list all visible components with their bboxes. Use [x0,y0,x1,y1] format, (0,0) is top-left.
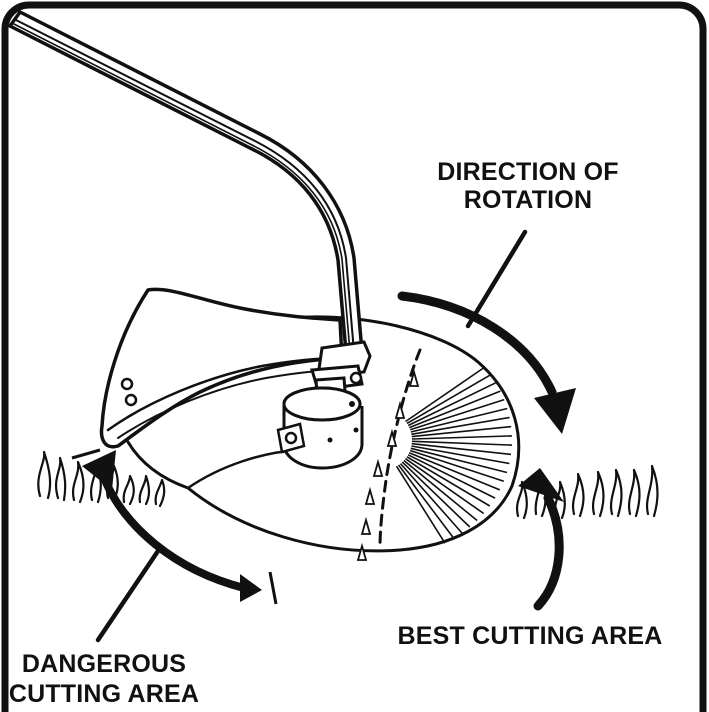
hub-screw-icon [349,401,355,407]
hatch-line [405,366,485,423]
best-cutting-hatch [395,366,512,544]
grass-blade-marker [356,542,368,561]
hatch-line [409,398,505,431]
hatch-line [411,435,512,440]
guard-bolt-icon [120,377,134,391]
hatch-line [411,425,512,438]
dangerous-leader-line [95,545,163,643]
hatch-line [406,374,491,425]
hatch-line [401,461,471,528]
rotation-direction-arrow [397,291,576,434]
hatch-line [395,465,446,544]
hatch-line [411,440,512,446]
dangerous-area-arrow [71,448,278,605]
hatch-line [408,451,501,491]
hatch-line [409,390,501,429]
hatch-line [407,382,497,427]
trimmer-hub [276,376,364,470]
cut-grass-markers [356,368,420,561]
dangerous-label-line1: DANGEROUS [22,650,186,678]
hatch-line [411,416,510,436]
hatch-line [405,458,485,515]
hub-bolt-icon [284,431,298,445]
grass-blade-marker [372,458,384,477]
hatch-line [397,464,455,539]
cutting-boundary-dashed-line [378,348,422,550]
grass-blade-marker [360,516,372,535]
direction-label-line2: ROTATION [464,186,592,214]
rotation-leader-line [465,229,528,329]
clamp-bolt-icon [349,371,363,385]
grass-blade-marker [386,428,398,447]
hub-screw-icon [327,437,333,443]
hatch-line [409,449,505,483]
grass-blade-marker [364,486,376,505]
guard-bolt-icon [124,393,138,407]
grass-blade-marker [408,368,420,387]
best-cutting-arrow [518,468,564,611]
hub-screw-icon [353,427,359,433]
hatch-line [399,463,463,534]
dangerous-label-line2: CUTTING AREA [9,680,199,708]
hatch-line [407,454,496,499]
hatch-line [410,407,508,433]
best-cutting-label: BEST CUTTING AREA [398,622,663,650]
hatch-line [411,442,512,456]
hatch-line [403,459,478,522]
hatch-line [406,456,491,507]
direction-label-line1: DIRECTION OF [437,158,619,186]
grass-blade-marker [394,400,406,419]
hatch-line [411,445,510,465]
hatch-line [410,447,508,474]
